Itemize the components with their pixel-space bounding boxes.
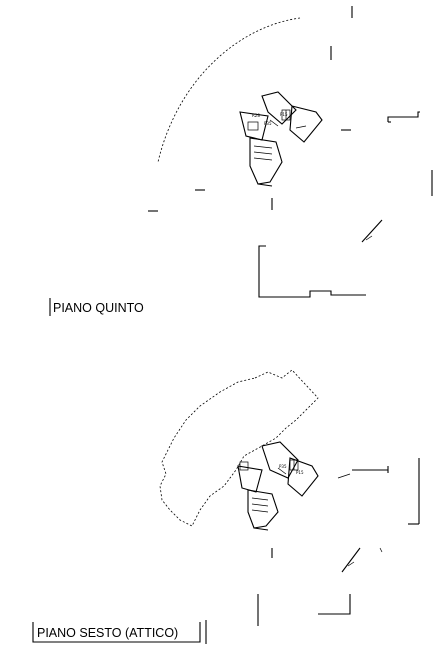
terrace-outline [159, 369, 319, 527]
label-piano-quinto: PIANO QUINTO [53, 301, 144, 315]
svg-text:P35: P35 [279, 464, 287, 469]
label-piano-sesto-attico: PIANO SESTO (ATTICO) [37, 626, 178, 640]
stair-core-fifth: R28 P35 P15 [239, 91, 323, 187]
stair-core-sixth: P35 P15 [237, 441, 319, 531]
svg-text:R28: R28 [252, 113, 260, 118]
plan-sixth-floor: P35 P15 PIANO SESTO (ATTICO) [32, 369, 420, 644]
svg-text:P35: P35 [264, 121, 272, 126]
plan-fifth-floor: R28 P35 P15 PIANO QUINTO [49, 6, 433, 316]
label-frame-sixth [32, 622, 201, 643]
svg-text:P15: P15 [296, 470, 304, 475]
lower-wall-outline [258, 245, 366, 298]
curved-facade-outline [157, 17, 301, 163]
svg-text:P15: P15 [280, 112, 288, 117]
